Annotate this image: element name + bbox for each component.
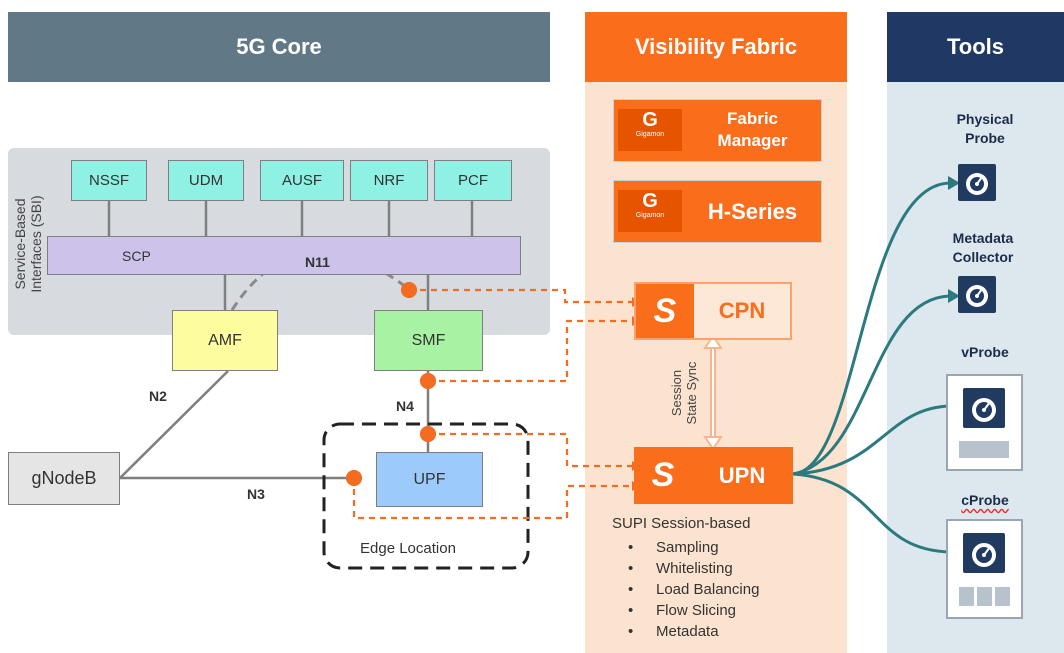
fabric-manager-line2: Manager [717,131,788,150]
gauge-icon [963,533,1005,573]
cpn-box: S CPN [634,282,792,340]
feature-list: •Sampling •Whitelisting •Load Balancing … [614,537,759,642]
n11-label: N11 [305,254,330,270]
core-header: 5G Core [8,12,550,82]
list-item: •Metadata [628,623,719,640]
h-series-label: H-Series [707,199,798,224]
amf-box: AMF [172,310,278,371]
pcf-box: PCF [434,160,512,201]
upn-box: S UPN [634,447,793,504]
scp-label: SCP [122,247,151,264]
gauge-icon [958,276,996,313]
list-item: •Flow Slicing [628,602,737,619]
session-sync-line1: Session [669,369,684,417]
vprobe-label: vProbe [961,344,1009,360]
nrf-box: NRF [350,160,428,201]
physical-probe-label: Physical Probe [956,111,1014,146]
cprobe-label: cProbe [961,492,1009,508]
upf-box: UPF [376,452,483,507]
list-item: •Sampling [628,539,719,556]
cprobe-block [995,587,1010,606]
cpn-label: CPN [718,298,766,323]
vprobe-bar [959,441,1009,458]
metadata-collector-label: Metadata Collector [952,230,1014,265]
gauge-icon [963,388,1005,428]
edge-location-label: Edge Location [360,540,456,557]
session-sync-label: Session State Sync [664,350,704,440]
list-item: •Whitelisting [628,560,733,577]
vprobe-card [946,374,1023,471]
gigamon-logo-text: Gigamon [635,131,665,138]
gauge-icon [958,164,996,201]
gnodeb-box: gNodeB [8,452,120,505]
supi-title: SUPI Session-based [612,515,751,532]
cprobe-block [959,587,974,606]
nssf-box: NSSF [71,160,147,201]
fabric-manager-line1: Fabric [726,109,779,128]
s-logo-icon: S [636,284,694,338]
smf-box: SMF [374,310,483,371]
cprobe-block [977,587,992,606]
tools-header: Tools [887,12,1064,82]
session-sync-line2: State Sync [684,361,699,425]
fabric-header: Visibility Fabric [585,12,847,82]
upn-label: UPN [718,463,766,488]
list-item: •Load Balancing [628,581,760,598]
n3-label: N3 [247,486,265,502]
udm-box: UDM [168,160,244,201]
scp-bar: SCP [47,236,521,275]
n4-label: N4 [396,398,414,414]
ausf-box: AUSF [260,160,344,201]
cprobe-card [946,519,1023,619]
n2-label: N2 [149,388,167,404]
gigamon-logo-text: Gigamon [635,212,665,219]
s-logo-icon: S [651,456,675,494]
